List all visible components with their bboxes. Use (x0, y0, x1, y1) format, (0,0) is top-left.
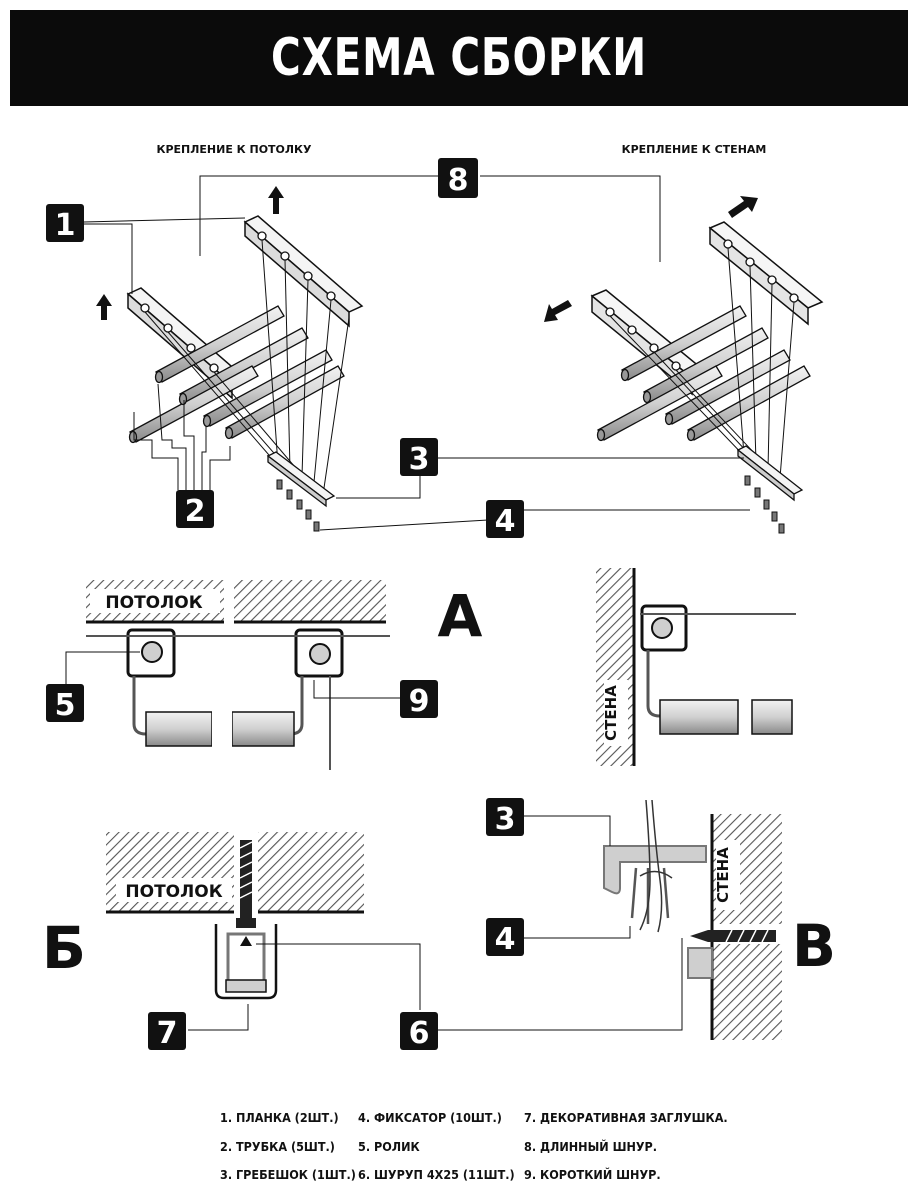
ceiling-label-a: ПОТОЛОК (105, 593, 202, 613)
fixator-detail (630, 867, 670, 924)
comb-detail (603, 845, 707, 895)
callout-3: 3 (400, 438, 438, 477)
callout-6-number: 6 (409, 1016, 430, 1051)
legend-item: 4. ФИКСАТОР (10ШТ.) (358, 1110, 502, 1125)
callout-9-number: 9 (409, 684, 430, 719)
tube-a-left (145, 711, 213, 747)
callout-4-detail-number: 4 (495, 922, 516, 957)
callout-6: 6 (400, 1012, 438, 1051)
section-a: ПОТОЛОК А СТЕНА (65, 568, 796, 770)
wall-slab-c-bottom (712, 944, 782, 1040)
section-a-letter: А (438, 582, 483, 650)
legend-item: 3. ГРЕБЕШОК (1ШТ.) (220, 1167, 356, 1183)
section-b: ПОТОЛОК Б (42, 826, 421, 1031)
wall-mount-caption: КРЕПЛЕНИЕ К СТЕНАМ (622, 143, 767, 156)
wall-mount-drawing: КРЕПЛЕНИЕ К СТЕНАМ (544, 143, 824, 534)
legend-item: 6. ШУРУП 4Х25 (11ШТ.) (358, 1167, 515, 1183)
wall-label-c: СТЕНА (714, 847, 732, 903)
legend-item: 9. КОРОТКИЙ ШНУР. (524, 1167, 661, 1183)
callout-1: 1 (46, 204, 84, 243)
callouts: 1 2 8 3 4 5 9 (46, 158, 524, 1051)
callout-8: 8 (438, 158, 478, 198)
tubes-ceiling (128, 305, 345, 444)
side-arrows (544, 196, 758, 322)
callout-4: 4 (486, 500, 524, 539)
wall-label-a: СТЕНА (602, 685, 620, 741)
comb-ceiling (266, 451, 336, 508)
callout-3-detail-number: 3 (495, 802, 516, 837)
legend-item: 1. ПЛАНКА (2ШТ.) (220, 1110, 339, 1125)
roller-icon (141, 641, 163, 663)
callout-3-detail: 3 (486, 798, 524, 837)
callout-7: 7 (148, 1012, 186, 1051)
callout-3-number: 3 (409, 442, 430, 477)
page-title: СХЕМА СБОРКИ (271, 28, 647, 88)
callout-8-number: 8 (448, 163, 469, 198)
ceiling-label-b: ПОТОЛОК (125, 882, 222, 902)
legend-item: 7. ДЕКОРАТИВНАЯ ЗАГЛУШКА. (524, 1110, 728, 1125)
tube-a-right (231, 711, 295, 747)
plank-wall-back (708, 221, 824, 309)
ceiling-mount-drawing: КРЕПЛЕНИЕ К ПОТОЛКУ (96, 143, 364, 532)
screw-icon (240, 840, 252, 926)
legend-item: 5. РОЛИК (358, 1138, 420, 1154)
callout-9: 9 (400, 680, 438, 719)
section-c: СТЕНА В (436, 799, 836, 1040)
ceiling-mount-caption: КРЕПЛЕНИЕ К ПОТОЛКУ (156, 143, 312, 156)
callout-4-number: 4 (495, 504, 516, 539)
callout-7-number: 7 (157, 1016, 178, 1051)
section-c-letter: В (792, 912, 836, 980)
callout-1-number: 1 (55, 208, 76, 243)
callout-5: 5 (46, 684, 84, 723)
fixators-ceiling (276, 479, 320, 532)
fixators-wall (744, 475, 785, 534)
callout-4-detail: 4 (486, 918, 524, 957)
up-arrows (96, 186, 284, 320)
legend-item: 8. ДЛИННЫЙ ШНУР. (524, 1138, 658, 1154)
section-b-letter: Б (42, 914, 86, 982)
title-banner: СХЕМА СБОРКИ (10, 10, 908, 106)
callout-2: 2 (176, 490, 214, 529)
plank-back (243, 215, 364, 313)
legend-item: 2. ТРУБКА (5ШТ.) (220, 1138, 335, 1154)
callout-5-number: 5 (55, 688, 76, 723)
callout-2-number: 2 (185, 494, 206, 529)
parts-legend: 1. ПЛАНКА (2ШТ.) 4. ФИКСАТОР (10ШТ.) 7. … (220, 1110, 780, 1190)
comb-wall (736, 445, 804, 502)
leader-lines-top (83, 175, 750, 531)
